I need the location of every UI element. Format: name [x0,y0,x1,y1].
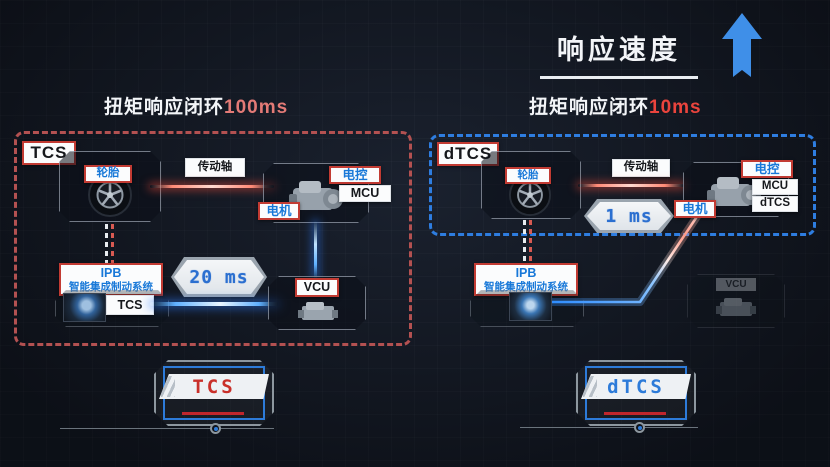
dtcs-motor-label: 电机 [674,200,716,218]
motor-image [707,177,761,206]
dtcs-latency-value: 1 ms [587,202,671,230]
dtcs-tag-label: dTCS [752,196,798,212]
ipb-title: IPB [515,266,537,281]
tcs-system-box [14,131,412,346]
tcs-signal-dash-white [105,224,108,264]
dtcs-direct-energy-beam [552,209,704,306]
dtcs-driveshaft-label: 传动轴 [612,159,670,177]
vcu-ecu-image [716,298,756,316]
ipb-subtitle: 智能集成制动系统 [69,280,153,293]
tcs-badge-baseline [60,428,274,429]
tcs-driveshaft-beam [150,185,274,188]
ipb-subtitle: 智能集成制动系统 [484,280,568,293]
right-loop-value: 10ms [649,97,702,118]
tcs-driveshaft-label: 传动轴 [185,158,245,177]
ipb-title: IPB [100,266,122,281]
tcs-brake-tag: TCS [106,295,154,315]
left-loop-subtitle: 扭矩响应闭环100ms [104,92,288,119]
dtcs-system-box [429,134,816,236]
tire-wheel-icon [508,173,552,217]
dtcs-tire-label: 轮胎 [505,167,551,184]
tcs-latency-display: 20 ms [171,257,267,297]
tcs-brake-to-vcu-beam [150,302,278,306]
tire-wheel-icon [88,173,132,217]
tcs-mcu-label: MCU [339,185,391,202]
dtcs-mcu-label: MCU [752,179,798,195]
tcs-badge-text: TCS [159,374,269,399]
tcs-vcu-label: VCU [295,278,339,297]
dtcs-badge-baseline [520,427,698,428]
dtcs-vcu-panel-bypassed [687,274,785,328]
tcs-signal-dash-red [111,224,114,264]
right-loop-label: 扭矩响应闭环 [529,97,650,118]
dtcs-badge: dTCS [576,360,696,426]
left-loop-label: 扭矩响应闭环 [104,97,225,118]
tcs-badge: TCS [154,360,274,426]
dtcs-badge-node [634,422,645,433]
badge-underline [182,412,244,415]
page-title: 响应速度 [540,28,698,79]
dtcs-signal-dash-white [523,220,526,262]
tcs-latency-value: 20 ms [174,260,264,294]
dtcs-vcu-label: VCU [716,278,756,291]
left-loop-value: 100ms [224,97,289,118]
tcs-motor-label: 电机 [258,202,300,220]
arrow-up-icon [722,13,762,77]
dtcs-driveshaft-beam [578,184,684,187]
right-loop-subtitle: 扭矩响应闭环10ms [529,92,702,119]
tcs-vcu-to-motor-beam [314,221,317,279]
brake-photo [509,292,552,321]
dtcs-econtrol-label: 电控 [741,160,793,178]
motor-image [289,181,343,210]
dtcs-ipb-label: IPB 智能集成制动系统 [474,263,578,296]
brake-photo [63,293,106,322]
tcs-econtrol-label: 电控 [329,166,381,184]
dtcs-latency-display: 1 ms [584,199,674,233]
tcs-tire-label: 轮胎 [84,165,132,183]
badge-underline [604,412,666,415]
vcu-ecu-image [298,302,338,320]
dtcs-badge-text: dTCS [581,374,691,399]
dtcs-signal-dash-red [529,220,532,262]
tcs-badge-node [210,423,221,434]
